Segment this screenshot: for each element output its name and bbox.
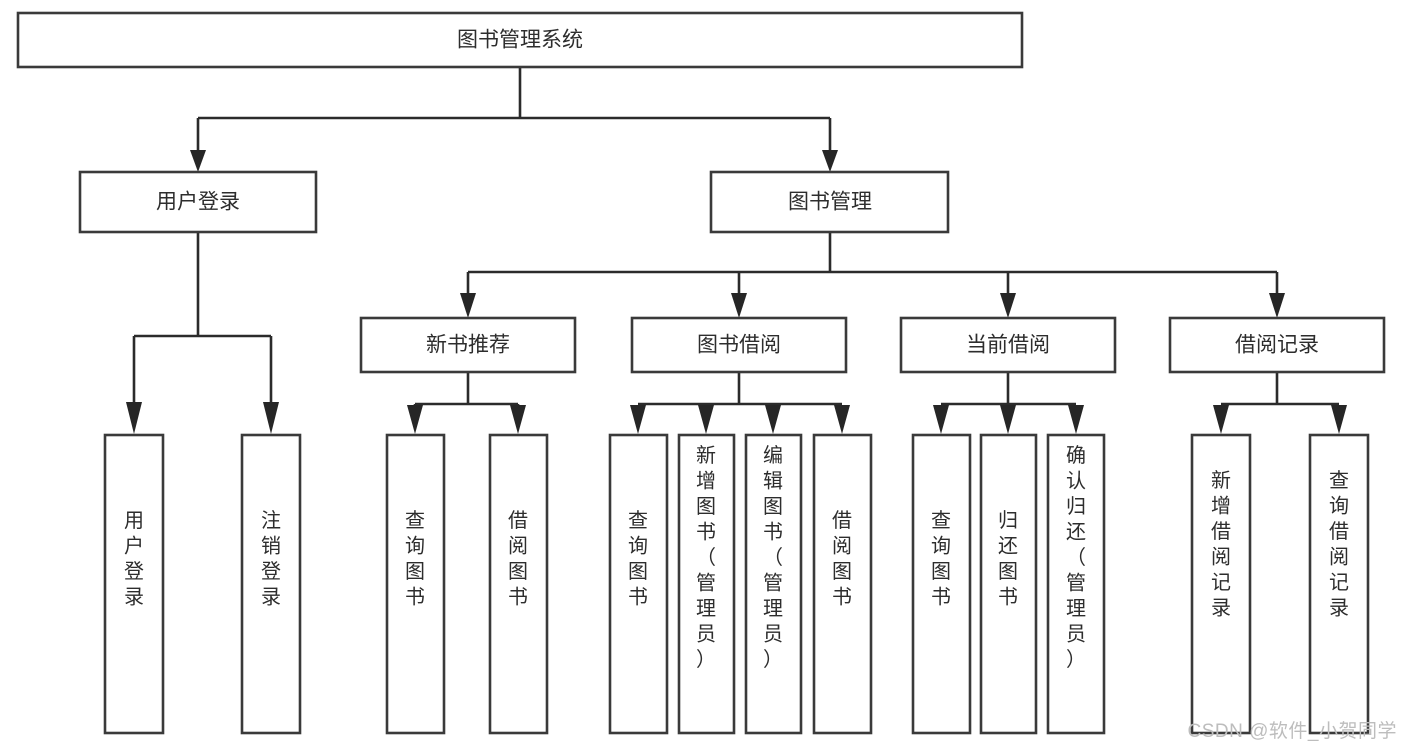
- node-root-box[interactable]: [16, 11, 1024, 69]
- leaf-current-borrow-0-box[interactable]: [911, 433, 972, 735]
- arrow-head-level3-0: [460, 293, 476, 318]
- leaf-new-book-1-label: 借阅图书: [508, 509, 528, 609]
- leaf-node[interactable]: 确认归还（管理员）: [1046, 433, 1106, 735]
- leaf-node[interactable]: 查询借阅记录: [1308, 433, 1370, 735]
- node-borrow-record-label: 借阅记录: [1235, 334, 1319, 357]
- arrow-head-current-borrow-leaf-0: [933, 405, 949, 434]
- connector-group-root: [190, 67, 838, 172]
- connector-group-book-borrow: [630, 372, 850, 434]
- leaf-borrow-record-1-label: 查询借阅记录: [1329, 469, 1349, 620]
- arrow-head-level3-3: [1269, 293, 1285, 318]
- leaf-new-book-1-box[interactable]: [488, 433, 549, 735]
- node-user-login-label: 用户登录: [156, 191, 240, 214]
- leaf-node[interactable]: 查询图书: [911, 433, 972, 735]
- leaf-node[interactable]: 查询图书: [608, 433, 669, 735]
- arrow-head-new-book-leaf-1: [510, 405, 526, 434]
- node-book-management-box[interactable]: [709, 170, 950, 234]
- node-book-borrow-box[interactable]: [630, 316, 848, 374]
- leaf-current-borrow-2-label: 确认归还（管理员）: [1066, 444, 1086, 671]
- arrow-head-borrow-record-leaf-0: [1213, 405, 1229, 434]
- node-current-borrow[interactable]: 当前借阅: [899, 316, 1117, 374]
- leaf-node[interactable]: 编辑图书（管理员）: [744, 433, 803, 735]
- arrow-head-user-login-leaf-0: [126, 402, 142, 434]
- node-current-borrow-box[interactable]: [899, 316, 1117, 374]
- node-new-book-recommend[interactable]: 新书推荐: [359, 316, 577, 374]
- leaf-node[interactable]: 用户登录: [103, 433, 165, 735]
- leaf-current-borrow-1-box[interactable]: [979, 433, 1038, 735]
- leaf-node[interactable]: 借阅图书: [812, 433, 873, 735]
- leaf-node[interactable]: 借阅图书: [488, 433, 549, 735]
- arrow-head-user-login-leaf-1: [263, 402, 279, 434]
- leaf-book-borrow-3-box[interactable]: [812, 433, 873, 735]
- leaf-new-book-0-box[interactable]: [385, 433, 446, 735]
- leaf-node[interactable]: 新增借阅记录: [1190, 433, 1252, 735]
- arrow-head-borrow-record-leaf-1: [1331, 405, 1347, 434]
- leaf-user-login-0-label: 用户登录: [124, 510, 144, 609]
- arrow-head-book-borrow-leaf-3: [834, 405, 850, 434]
- leaf-current-borrow-1-label: 归还图书: [998, 509, 1018, 609]
- node-book-management-label: 图书管理: [788, 191, 872, 214]
- node-borrow-record-box[interactable]: [1168, 316, 1386, 374]
- arrow-head-book-borrow-leaf-1: [698, 405, 714, 434]
- leaf-current-borrow-0-label: 查询图书: [931, 509, 951, 609]
- node-new-book-recommend-label: 新书推荐: [426, 334, 510, 357]
- leaf-book-borrow-1-box[interactable]: [677, 433, 736, 735]
- arrow-head-userlogin: [190, 150, 206, 172]
- node-current-borrow-label: 当前借阅: [966, 334, 1050, 357]
- leaf-user-login-0-box[interactable]: [103, 433, 165, 735]
- leaf-node[interactable]: 新增图书（管理员）: [677, 433, 736, 735]
- leaf-borrow-record-0-label: 新增借阅记录: [1211, 469, 1231, 620]
- leaf-book-borrow-0-box[interactable]: [608, 433, 669, 735]
- node-user-login-box[interactable]: [78, 170, 318, 234]
- arrow-head-new-book-leaf-0: [407, 405, 423, 434]
- connector-group-book-mgmt: [460, 232, 1285, 318]
- arrow-head-bookmgmt: [822, 150, 838, 172]
- node-new-book-recommend-box[interactable]: [359, 316, 577, 374]
- node-book-borrow[interactable]: 图书借阅: [630, 316, 848, 374]
- connector-group-user-login: [126, 232, 279, 434]
- leaf-node[interactable]: 注销登录: [240, 433, 302, 735]
- connector-group-new-book: [407, 372, 526, 434]
- leaf-book-borrow-2-box[interactable]: [744, 433, 803, 735]
- connector-group-current-borrow: [933, 372, 1084, 434]
- arrow-head-current-borrow-leaf-1: [1000, 405, 1016, 434]
- leaf-book-borrow-2-label: 编辑图书（管理员）: [763, 444, 783, 671]
- node-root[interactable]: 图书管理系统: [16, 11, 1024, 69]
- leaf-borrow-record-0-box[interactable]: [1190, 433, 1252, 735]
- arrow-head-current-borrow-leaf-2: [1068, 405, 1084, 434]
- leaf-borrow-record-1-box[interactable]: [1308, 433, 1370, 735]
- leaf-node[interactable]: 归还图书: [979, 433, 1038, 735]
- leaf-book-borrow-0-label: 查询图书: [628, 509, 648, 609]
- leaf-book-borrow-3-label: 借阅图书: [832, 509, 852, 609]
- node-root-label: 图书管理系统: [457, 29, 583, 52]
- arrow-head-book-borrow-leaf-2: [765, 405, 781, 434]
- arrow-head-level3-2: [1000, 293, 1016, 318]
- leaf-user-login-1-box[interactable]: [240, 433, 302, 735]
- node-user-login[interactable]: 用户登录: [78, 170, 318, 234]
- node-book-borrow-label: 图书借阅: [697, 334, 781, 357]
- leaf-current-borrow-2-box[interactable]: [1046, 433, 1106, 735]
- arrow-head-book-borrow-leaf-0: [630, 405, 646, 434]
- leaf-user-login-1-label: 注销登录: [261, 509, 281, 609]
- leaf-new-book-0-label: 查询图书: [405, 509, 425, 609]
- node-book-management[interactable]: 图书管理: [709, 170, 950, 234]
- leaf-node[interactable]: 查询图书: [385, 433, 446, 735]
- node-borrow-record[interactable]: 借阅记录: [1168, 316, 1386, 374]
- leaf-book-borrow-1-label: 新增图书（管理员）: [696, 444, 716, 671]
- arrow-head-level3-1: [731, 293, 747, 318]
- connector-group-borrow-record: [1213, 372, 1347, 434]
